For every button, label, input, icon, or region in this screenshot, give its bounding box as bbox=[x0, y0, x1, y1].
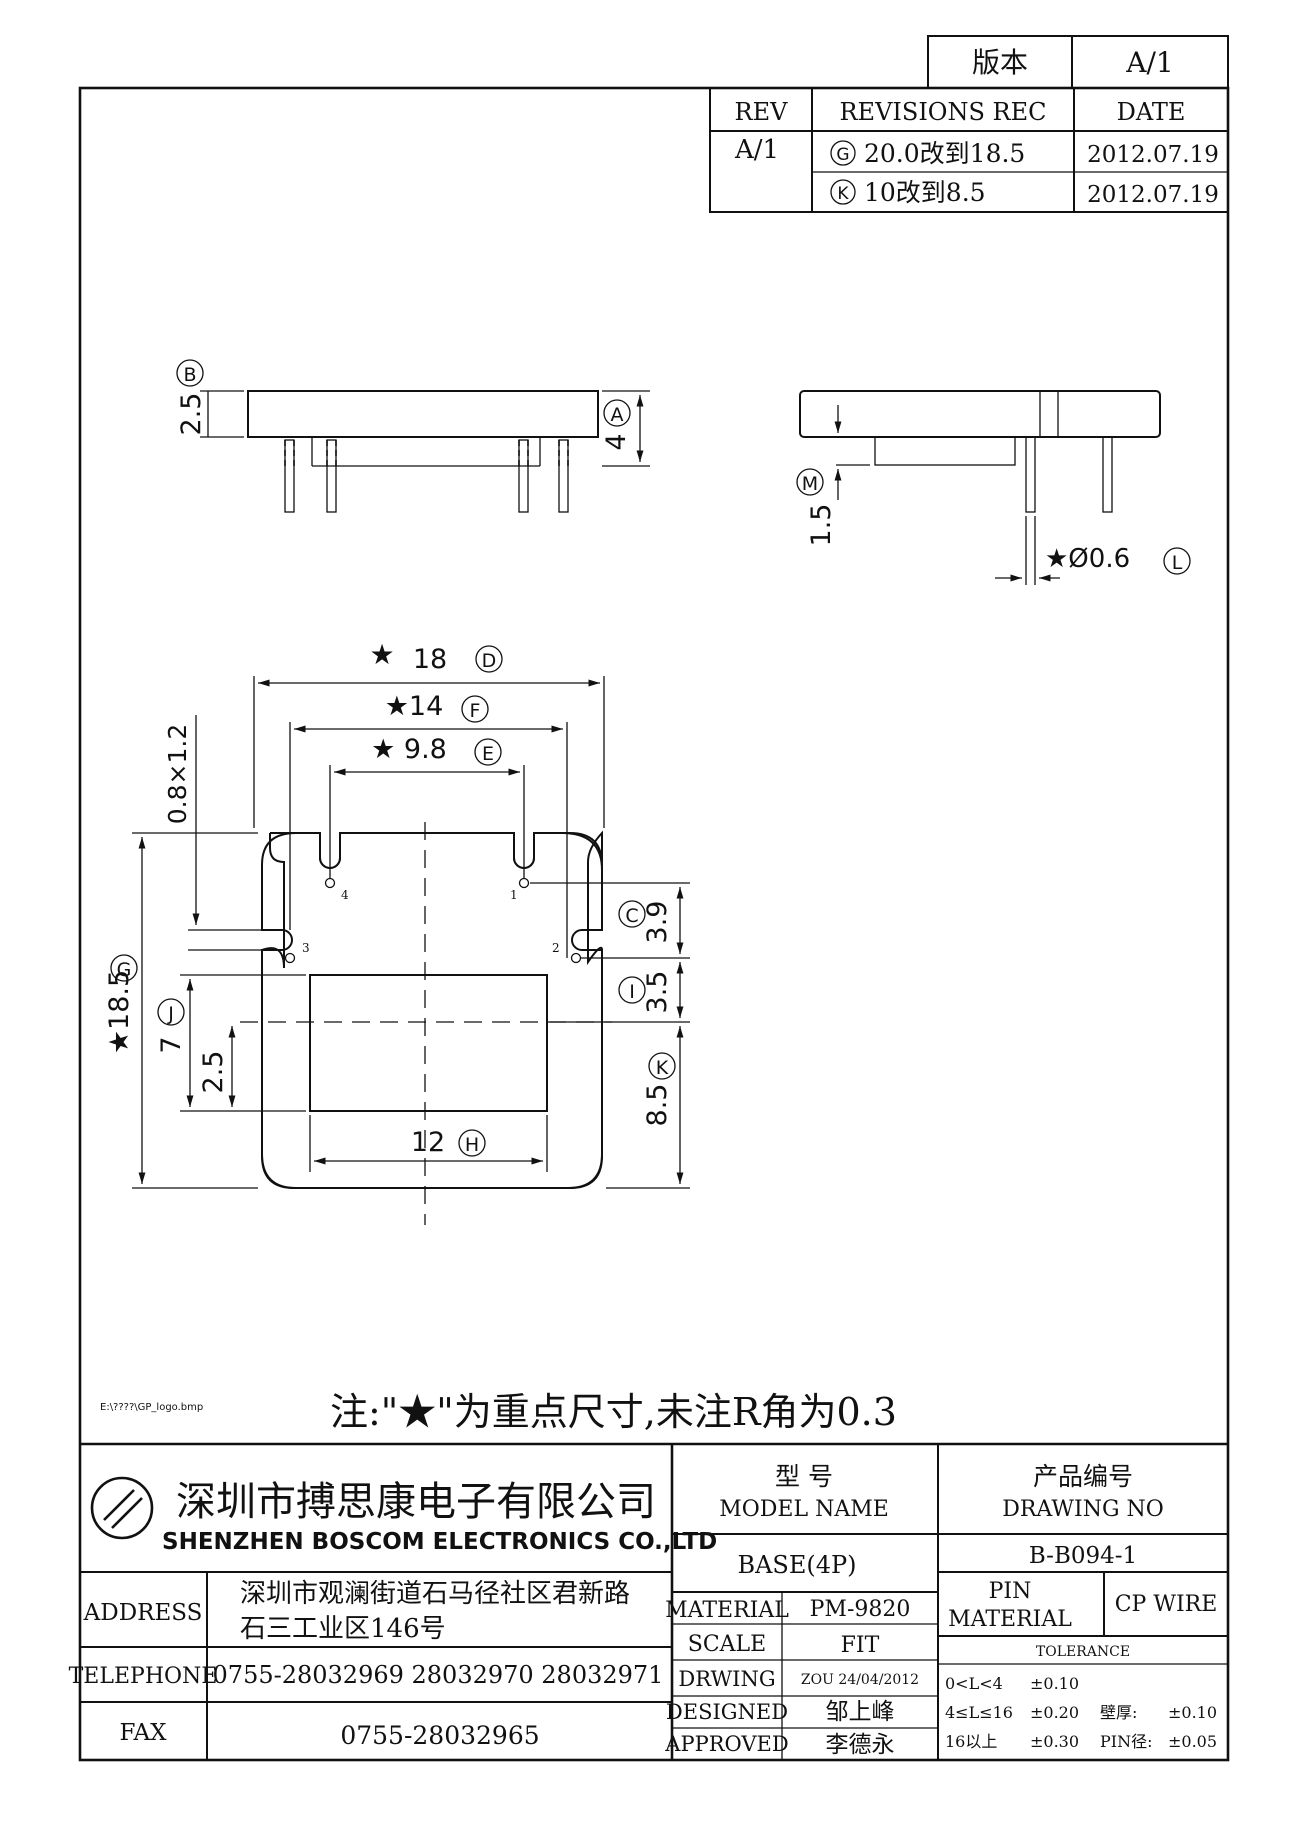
revision-date-1: 2012.07.19 bbox=[1087, 142, 1219, 168]
dim-3-5: 3.5 bbox=[642, 971, 673, 1014]
fax-label: FAX bbox=[120, 1720, 168, 1746]
dim-2-5-front: 2.5 bbox=[176, 393, 207, 436]
dim-2-5-inner: 2.5 bbox=[198, 1051, 229, 1094]
dim-12: 12 bbox=[411, 1127, 445, 1158]
address-line-1: 深圳市观澜街道石马径社区君新路 bbox=[240, 1579, 630, 1609]
revision-box-label: 版本 bbox=[972, 46, 1028, 79]
top-view: 4 1 3 2 ★ 18 D ★14 F ★ 9.8 E 0.8×1.2 bbox=[104, 638, 690, 1225]
telephone-label: TELEPHONE bbox=[69, 1664, 218, 1689]
model-label-cn: 型 号 bbox=[775, 1462, 833, 1491]
dim-4: 4 bbox=[601, 433, 632, 450]
pin-material-value: CP WIRE bbox=[1115, 1592, 1218, 1617]
pin-label-3: 3 bbox=[302, 941, 310, 955]
address-line-2: 石三工业区146号 bbox=[240, 1614, 446, 1644]
drawing-border bbox=[78, 86, 1230, 1762]
label-j: J bbox=[167, 1003, 174, 1025]
dim-0-8x1-2: 0.8×1.2 bbox=[163, 724, 192, 824]
tolerance-range-2: 4≤L≤16 bbox=[945, 1703, 1013, 1722]
company-name-en: SHENZHEN BOSCOM ELECTRONICS CO.,LTD bbox=[162, 1529, 717, 1555]
label-i: I bbox=[629, 981, 635, 1003]
pin-material-label-2: MATERIAL bbox=[948, 1607, 1072, 1632]
scale-value: FIT bbox=[841, 1633, 880, 1658]
revision-text-2: 10改到8.5 bbox=[864, 178, 986, 207]
label-g: G bbox=[117, 959, 132, 981]
label-a: A bbox=[611, 404, 624, 426]
drwing-label: DRWING bbox=[678, 1667, 775, 1691]
fax-value: 0755-28032965 bbox=[340, 1721, 539, 1750]
wall-thickness-label: 壁厚: bbox=[1100, 1703, 1137, 1722]
dim-9-8: ★ 9.8 bbox=[371, 734, 447, 765]
tolerance-value-3: ±0.30 bbox=[1030, 1732, 1079, 1751]
label-f: F bbox=[470, 700, 481, 722]
tolerance-value-2: ±0.20 bbox=[1030, 1703, 1079, 1722]
pin-diameter-value: ±0.05 bbox=[1168, 1732, 1217, 1751]
material-label: MATERIAL bbox=[665, 1598, 789, 1623]
label-l: L bbox=[1172, 552, 1183, 574]
tolerance-value-1: ±0.10 bbox=[1030, 1674, 1079, 1693]
revision-marker-g: G bbox=[836, 145, 849, 165]
wall-thickness-value: ±0.10 bbox=[1168, 1703, 1217, 1722]
logo-path-text: E:\????\GP_logo.bmp bbox=[100, 1402, 203, 1413]
approved-label: APPROVED bbox=[664, 1732, 788, 1756]
drawing-value: B-B094-1 bbox=[1029, 1543, 1137, 1569]
drwing-value: ZOU 24/04/2012 bbox=[801, 1672, 919, 1688]
scale-label: SCALE bbox=[688, 1632, 766, 1657]
designed-value: 邹上峰 bbox=[826, 1699, 895, 1725]
designed-label: DESIGNED bbox=[666, 1700, 788, 1724]
front-view: 2.5 B 4 A bbox=[176, 359, 650, 513]
dim-18: 18 bbox=[413, 644, 447, 675]
drawing-label-cn: 产品编号 bbox=[1033, 1462, 1133, 1491]
revision-box: 版本 A/1 bbox=[927, 35, 1229, 89]
revision-box-value: A/1 bbox=[1125, 46, 1173, 79]
address-label: ADDRESS bbox=[83, 1600, 203, 1626]
pin-label-2: 2 bbox=[552, 941, 560, 955]
label-k: K bbox=[656, 1057, 669, 1079]
company-name-cn: 深圳市搏思康电子有限公司 bbox=[176, 1479, 656, 1525]
model-label-en: MODEL NAME bbox=[719, 1497, 889, 1522]
side-view: 1.5 M ★Ø0.6 L bbox=[796, 390, 1191, 585]
revision-table: REV REVISIONS REC DATE A/1 G 20.0改到18.5 … bbox=[709, 87, 1229, 213]
date-header: DATE bbox=[1117, 98, 1186, 126]
revision-marker-k: K bbox=[837, 184, 849, 204]
dim-3-9: 3.9 bbox=[642, 901, 673, 944]
rev-value: A/1 bbox=[734, 135, 779, 165]
tolerance-range-3: 16以上 bbox=[945, 1732, 997, 1751]
label-e: E bbox=[482, 743, 494, 765]
label-d: D bbox=[482, 650, 497, 672]
dim-18-5: ★18.5 bbox=[104, 970, 135, 1054]
pin-material-label-1: PIN bbox=[989, 1579, 1032, 1604]
dim-8-5: 8.5 bbox=[642, 1084, 673, 1127]
approved-value: 李德永 bbox=[826, 1732, 895, 1758]
tolerance-range-1: 0<L<4 bbox=[945, 1674, 1003, 1693]
material-value: PM-9820 bbox=[810, 1597, 911, 1622]
revision-date-2: 2012.07.19 bbox=[1087, 182, 1219, 208]
model-value: BASE(4P) bbox=[737, 1551, 856, 1579]
tolerance-label: TOLERANCE bbox=[1036, 1644, 1130, 1660]
label-m: M bbox=[802, 473, 818, 495]
label-b: B bbox=[183, 364, 196, 386]
telephone-value: 0755-28032969 28032970 28032971 bbox=[213, 1661, 664, 1689]
revisions-rec-header: REVISIONS REC bbox=[839, 98, 1046, 126]
title-block: 深圳市搏思康电子有限公司 SHENZHEN BOSCOM ELECTRONICS… bbox=[69, 1442, 1228, 1760]
pin-label-1: 1 bbox=[510, 888, 518, 902]
dim-diameter: ★Ø0.6 bbox=[1045, 544, 1130, 574]
revision-text-1: 20.0改到18.5 bbox=[864, 139, 1025, 168]
label-h: H bbox=[465, 1134, 479, 1156]
rev-header: REV bbox=[735, 98, 789, 126]
pin-label-4: 4 bbox=[341, 888, 349, 902]
drawing-label-en: DRAWING NO bbox=[1002, 1497, 1164, 1522]
dim-14: ★14 bbox=[385, 691, 444, 722]
dim-7: 7 bbox=[156, 1036, 187, 1053]
dim-1-5: 1.5 bbox=[806, 504, 837, 547]
drawing-note: 注:"★"为重点尺寸,未注R角为0.3 bbox=[330, 1390, 897, 1434]
star-d: ★ bbox=[369, 638, 394, 671]
label-c: C bbox=[625, 905, 638, 927]
pin-diameter-label: PIN径: bbox=[1100, 1732, 1152, 1751]
